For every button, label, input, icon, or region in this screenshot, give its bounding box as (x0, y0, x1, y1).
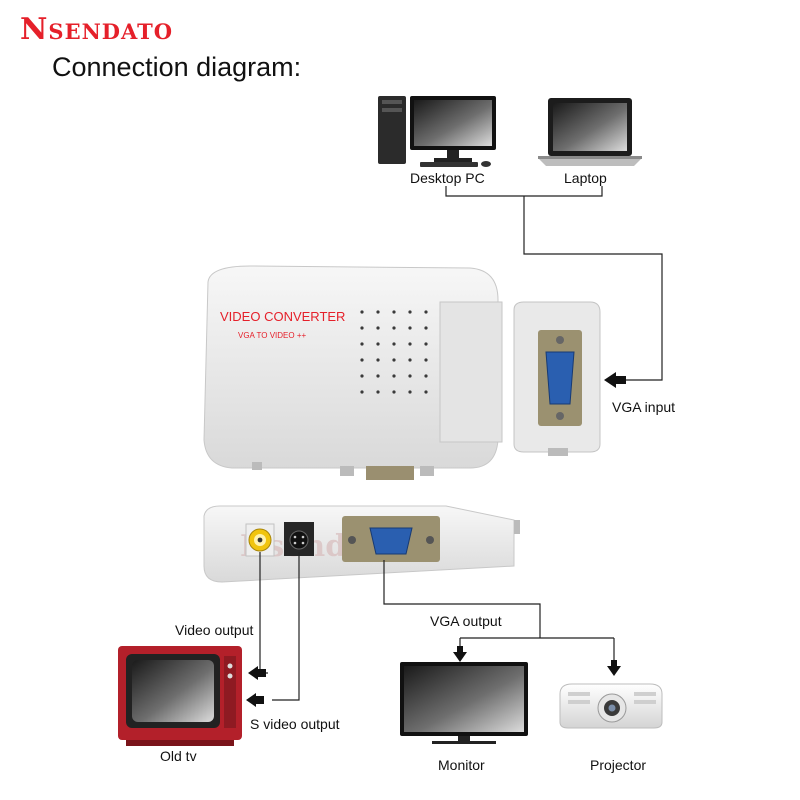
s-video-output-arrow-icon (246, 693, 264, 707)
device-subtitle: VGA TO VIDEO ++ (238, 331, 307, 340)
laptop-label: Laptop (564, 170, 607, 186)
brand-logo: Nsendato (20, 12, 174, 47)
desktop-pc-icon (378, 96, 496, 167)
converter-rear-panel: Nsendato (203, 505, 520, 583)
video-converter-device (203, 265, 503, 480)
vga-input-wire (523, 196, 663, 381)
diagram-heading: Connection diagram: (52, 52, 302, 82)
projector-icon (559, 683, 663, 729)
monitor-label: Monitor (438, 757, 485, 773)
s-video-output-wire (272, 552, 300, 701)
old-tv-icon (118, 646, 242, 746)
monitor-arrow-icon (453, 646, 467, 662)
video-output-arrow-icon (248, 666, 266, 680)
vga-input-label: VGA input (612, 399, 676, 415)
laptop-icon (538, 98, 642, 166)
s-video-output-label: S video output (250, 716, 340, 732)
vga-input-panel (513, 301, 601, 456)
source-bracket-line (445, 186, 603, 197)
video-output-label: Video output (175, 622, 254, 638)
monitor-icon (400, 662, 528, 744)
vga-input-arrow-icon (604, 372, 626, 388)
projector-arrow-icon (607, 660, 621, 676)
vga-output-wire (383, 560, 541, 638)
vga-output-label: VGA output (430, 613, 502, 629)
projector-label: Projector (590, 757, 647, 773)
desktop-pc-label: Desktop PC (410, 170, 485, 186)
device-title: VIDEO CONVERTER (220, 309, 345, 324)
old-tv-label: Old tv (160, 748, 197, 764)
